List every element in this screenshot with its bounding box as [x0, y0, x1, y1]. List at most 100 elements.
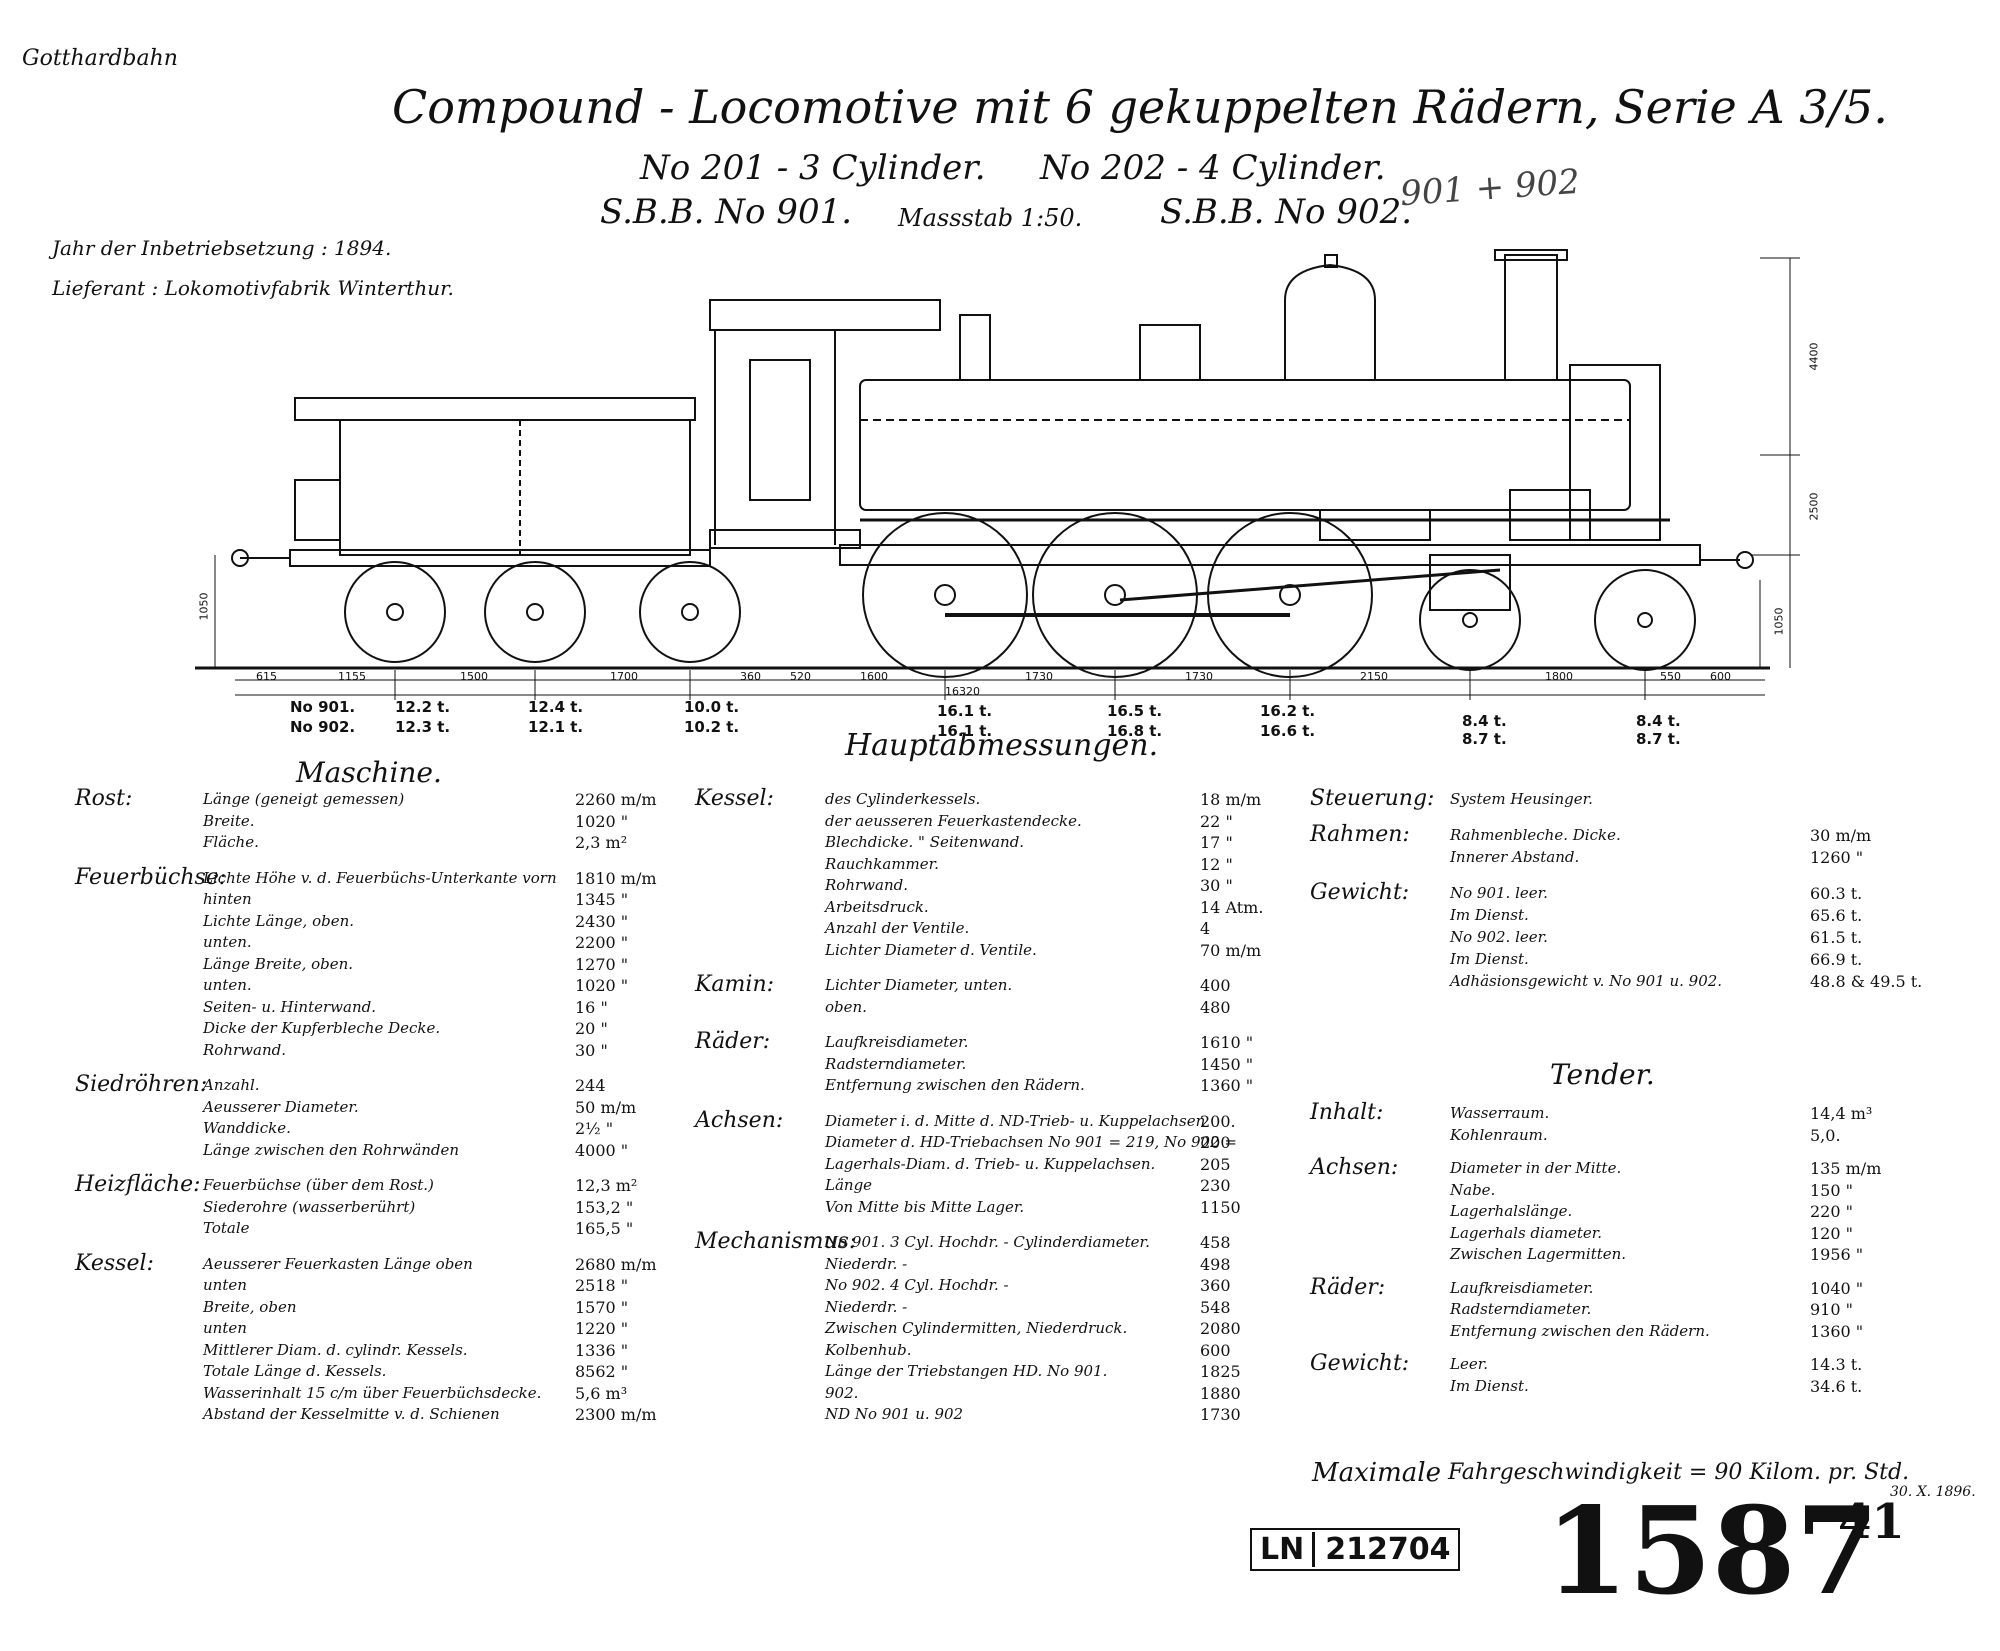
- dim-label: 1700: [610, 670, 638, 683]
- spec-value: 1956 ": [1810, 1245, 1864, 1264]
- spec-value: 1360 ": [1200, 1076, 1254, 1095]
- spec-label: Abstand der Kesselmitte v. d. Schienen: [203, 1405, 500, 1423]
- tender-rear-box: [294, 479, 341, 541]
- dim-label: 615: [256, 670, 277, 683]
- spec-label: der aeusseren Feuerkastendecke.: [825, 811, 1082, 830]
- spec-value: 8562 ": [575, 1362, 629, 1381]
- spec-label: Adhäsionsgewicht v. No 901 u. 902.: [1450, 972, 1723, 990]
- tender-wheel-3: [639, 561, 741, 663]
- spec-value: 20 ": [575, 1019, 608, 1038]
- axle-weight-901: 8.4 t.: [1636, 712, 1681, 730]
- tender-top: [294, 397, 696, 421]
- spec-label: Totale Länge d. Kessels.: [203, 1362, 387, 1380]
- spec-value: 244: [575, 1076, 606, 1095]
- spec-label: Totale: [203, 1219, 250, 1237]
- spec-value: 16 ": [575, 997, 608, 1017]
- spec-label: Zwischen Cylindermitten, Niederdruck.: [825, 1319, 1128, 1337]
- spec-value: 4: [1200, 919, 1211, 938]
- drawing-date: 30. X. 1896.: [1890, 1484, 1976, 1500]
- spec-label: Entfernung zwischen den Rädern.: [1450, 1321, 1710, 1340]
- tender-body: [339, 419, 691, 556]
- spec-value: 66.9 t.: [1810, 950, 1863, 969]
- section-title: Kamin:: [695, 972, 775, 997]
- dim-label: 1730: [1185, 670, 1213, 683]
- supplier: Lieferant : Lokomotivfabrik Winterthur.: [52, 276, 454, 300]
- spec-label: Lichte Länge, oben.: [203, 911, 355, 930]
- height-dim-label: 1050: [1772, 607, 1786, 636]
- tender-heading: Tender.: [1550, 1058, 1655, 1091]
- spec-label: Diameter i. d. Mitte d. ND-Trieb- u. Kup…: [825, 1111, 1206, 1130]
- spec-value: 48.8 & 49.5 t.: [1810, 972, 1923, 991]
- spec-label: Seiten- u. Hinterwand.: [203, 997, 376, 1016]
- boiler: [859, 379, 1631, 511]
- section-title: Räder:: [695, 1029, 771, 1054]
- axle-weight-902: 16.6 t.: [1260, 722, 1316, 740]
- bogie-wheel-1: [1419, 569, 1521, 671]
- section-title: Räder:: [1310, 1274, 1386, 1300]
- spec-value: 34.6 t.: [1810, 1376, 1863, 1396]
- label-901: No 901.: [290, 698, 356, 716]
- axle-weight-901: 8.4 t.: [1462, 712, 1507, 730]
- spec-value: 14 Atm.: [1200, 897, 1264, 917]
- dim-label: 550: [1660, 670, 1681, 683]
- axle-weight-902: 12.1 t.: [528, 718, 584, 736]
- spec-value: 200.: [1200, 1111, 1236, 1131]
- smokebox: [1569, 364, 1661, 541]
- spec-label: Radsterndiameter.: [825, 1054, 967, 1073]
- spec-label: des Cylinderkessels.: [825, 790, 981, 808]
- bogie-wheel-2: [1594, 569, 1696, 671]
- archive-suffix: 41: [1838, 1494, 1905, 1550]
- spec-label: Länge zwischen den Rohrwänden: [203, 1140, 460, 1159]
- spec-value: 230: [1200, 1176, 1231, 1195]
- spec-label: Wasserinhalt 15 c/m über Feuerbüchsdecke…: [203, 1383, 542, 1402]
- cab-window: [749, 359, 811, 501]
- spec-value: 1020 ": [575, 976, 629, 995]
- spec-label: unten: [203, 1276, 247, 1294]
- spec-label: Im Dienst.: [1450, 950, 1529, 968]
- axle-weight-902: 16.8 t.: [1107, 722, 1163, 740]
- spec-label: hinten: [203, 890, 252, 908]
- section-title: Feuerbüchse:: [75, 864, 227, 890]
- axle-weight-901: 16.2 t.: [1260, 702, 1316, 720]
- spec-label: Kolbenhub.: [825, 1340, 912, 1359]
- dim-label: 1500: [460, 670, 488, 683]
- axle-weight-902: 16.1 t.: [937, 722, 993, 740]
- cylinder: [1429, 554, 1511, 611]
- spec-label: Nabe.: [1450, 1180, 1496, 1199]
- spec-value: 2260 m/m: [575, 790, 657, 809]
- spec-label: Anzahl der Ventile.: [825, 919, 970, 937]
- spec-value: 70 m/m: [1200, 940, 1262, 960]
- spec-value: 200: [1200, 1133, 1231, 1152]
- spec-value: 2½ ": [575, 1119, 614, 1138]
- spec-value: 1450 ": [1200, 1054, 1254, 1074]
- steam-dome: [1284, 263, 1376, 381]
- spec-label: Dicke der Kupferbleche Decke.: [203, 1019, 441, 1037]
- section-title: Inhalt:: [1310, 1100, 1384, 1125]
- chimney: [1504, 254, 1558, 381]
- spec-value: 30 ": [1200, 876, 1233, 895]
- section-title: Siedröhren:: [75, 1072, 208, 1097]
- spec-value: 220 ": [1810, 1202, 1853, 1221]
- ln-prefix: LN: [1260, 1532, 1316, 1567]
- spec-value: 205: [1200, 1154, 1231, 1174]
- spec-value: 548: [1200, 1297, 1231, 1317]
- spec-value: 600: [1200, 1340, 1231, 1360]
- section-title: Rahmen:: [1310, 822, 1410, 847]
- cab-roof: [709, 299, 941, 331]
- spec-label: Kohlenraum.: [1450, 1125, 1548, 1144]
- spec-label: Zwischen Lagermitten.: [1450, 1245, 1627, 1263]
- section-title: Heizfläche:: [75, 1172, 201, 1197]
- spec-label: Lagerhals-Diam. d. Trieb- u. Kuppelachse…: [825, 1154, 1156, 1173]
- spec-value: 910 ": [1810, 1300, 1853, 1319]
- spec-value: 50 m/m: [575, 1097, 637, 1117]
- spec-value: 2430 ": [575, 911, 629, 931]
- spec-value: 1220 ": [575, 1319, 629, 1338]
- axle-weight-901: 16.5 t.: [1107, 702, 1163, 720]
- spec-label: Anzahl.: [203, 1076, 260, 1094]
- dim-label: 2150: [1360, 670, 1388, 683]
- spec-value: 2,3 m²: [575, 833, 628, 852]
- spec-value: 12,3 m²: [575, 1176, 638, 1195]
- dim-label: 360: [740, 670, 761, 683]
- spec-value: 5,6 m³: [575, 1383, 628, 1403]
